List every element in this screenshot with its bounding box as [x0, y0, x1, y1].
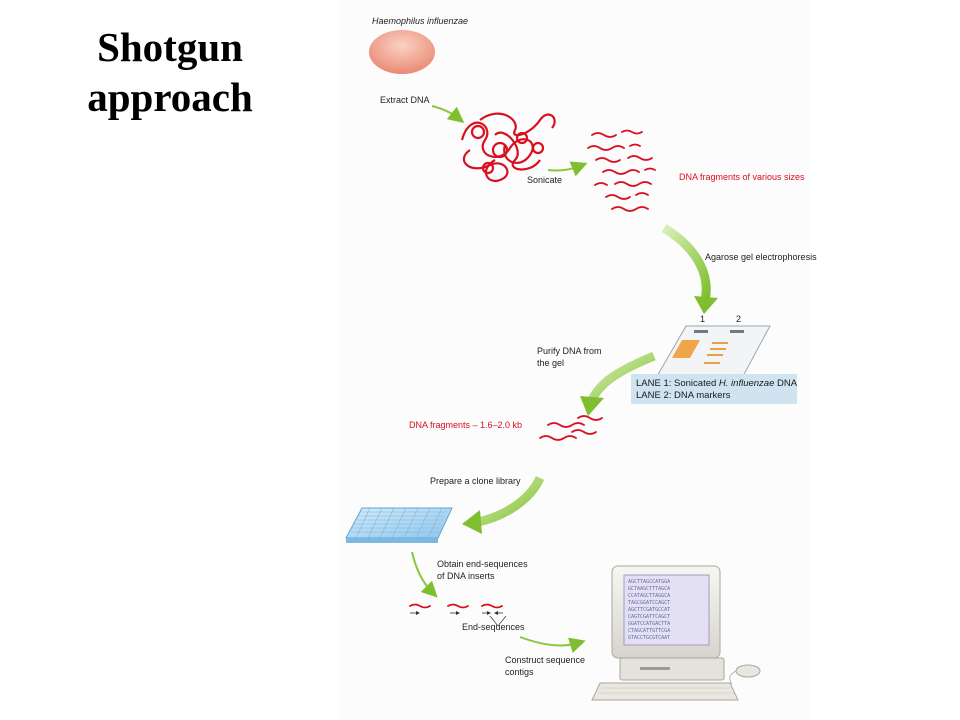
contig-label-line1: Construct sequence [505, 655, 585, 665]
computer-illustration: AGCTTAGCCATGGA GCTAAGCTTTAGCA CCATAGCTTA… [591, 565, 761, 701]
contig-arrow [519, 636, 586, 653]
slide-title: Shotgun approach [60, 22, 280, 122]
end-sequences-label: End-sequences [462, 622, 525, 632]
extract-arrow [431, 105, 465, 123]
sonicate-label: Sonicate [527, 175, 562, 185]
purify-arrow-head [580, 396, 604, 416]
purify-arrow [587, 351, 656, 403]
purify-label-line1: Purify DNA from [537, 346, 602, 356]
gel-electrophoresis-label: Agarose gel electrophoresis [705, 252, 817, 262]
lane-number-2: 2 [736, 314, 741, 324]
svg-text:CAGTCGATTCAGCT: CAGTCGATTCAGCT [628, 614, 670, 620]
lane-number-1: 1 [700, 314, 705, 324]
slide-title-line2: approach [87, 74, 253, 120]
contig-label-line2: contigs [505, 667, 534, 677]
clone-library-label: Prepare a clone library [430, 476, 521, 486]
bacterial-cell [369, 30, 435, 74]
fragments-size-label: DNA fragments – 1.6–2.0 kb [409, 420, 522, 430]
svg-text:GGATCCATGACTTA: GGATCCATGACTTA [628, 621, 670, 627]
endseq-label-line1: Obtain end-sequences [437, 559, 528, 569]
size-selected-fragments [539, 415, 603, 441]
gel-legend-lane2: LANE 2: DNA markers [636, 390, 731, 401]
slide-title-line1: Shotgun [97, 24, 243, 70]
svg-text:CTAGCATTGTTCGA: CTAGCATTGTTCGA [628, 628, 670, 634]
extract-dna-label: Extract DNA [380, 95, 430, 105]
library-arrow [476, 475, 545, 527]
svg-text:GCTAAGCTTTAGCA: GCTAAGCTTTAGCA [628, 586, 670, 592]
svg-text:AGCTTCGATGCCAT: AGCTTCGATGCCAT [628, 607, 670, 613]
dna-fragments-various [587, 129, 656, 212]
end-sequence-inserts [409, 603, 507, 627]
endseq-label-line2: of DNA inserts [437, 571, 495, 581]
clone-library-plate [345, 507, 453, 543]
gel-legend-lane1: LANE 1: Sonicated H. influenzae DNA [636, 378, 798, 389]
gel-legend-box [631, 374, 797, 404]
svg-text:CCATAGCTTAGGCA: CCATAGCTTAGGCA [628, 593, 670, 599]
svg-text:TAGCGGATCCAGCT: TAGCGGATCCAGCT [628, 600, 670, 606]
gel-arrow [661, 224, 711, 301]
endseq-arrow [411, 551, 438, 598]
gel-arrow-head [694, 296, 718, 314]
sonicate-arrow [547, 161, 588, 177]
svg-text:AGCTTAGCCATGGA: AGCTTAGCCATGGA [628, 579, 670, 585]
genomic-dna-tangle [460, 112, 556, 183]
fragments-various-label: DNA fragments of various sizes [679, 172, 805, 182]
organism-label: Haemophilus influenzae [372, 16, 468, 26]
purify-label-line2: the gel [537, 358, 564, 368]
svg-text:GTACCTGCGTCAAT: GTACCTGCGTCAAT [628, 635, 670, 641]
library-arrow-head [462, 510, 482, 534]
sequence-screen-text: AGCTTAGCCATGGA GCTAAGCTTTAGCA CCATAGCTTA… [628, 579, 670, 641]
